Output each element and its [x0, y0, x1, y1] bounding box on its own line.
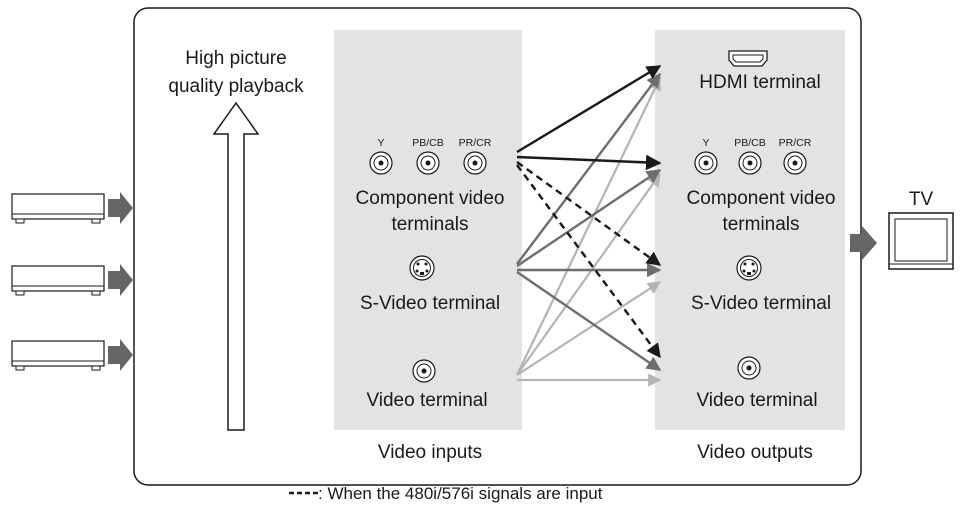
source-device-2: [11, 265, 105, 296]
output-component-label-line1: Component video: [687, 188, 836, 209]
arrow-svideo-to-hdmi: [516, 72, 661, 265]
arrow-svideo-to-component: [516, 169, 662, 267]
source-3-arrow: [108, 339, 133, 371]
input-svideo-jack-icon: [409, 255, 435, 281]
input-svideo-label: S-Video terminal: [360, 293, 500, 314]
output-svideo-label: S-Video terminal: [691, 293, 831, 314]
hdmi-port-icon: [728, 50, 768, 67]
arrow-svideo-to-video: [516, 271, 662, 371]
component-input-arrows: [516, 64, 662, 359]
input-video-label: Video terminal: [366, 390, 487, 411]
quality-label-line2: quality playback: [168, 76, 304, 97]
arrow-video-to-hdmi: [516, 76, 661, 376]
input-jack-label-pr: PR/CR: [459, 137, 492, 149]
output-video-label: Video terminal: [696, 390, 817, 411]
input-component-label-line1: Component video: [356, 188, 505, 209]
output-jack-label-pr: PR/CR: [779, 137, 812, 149]
source-1-arrow: [108, 192, 133, 224]
quality-label-line1: High picture: [185, 48, 286, 69]
source-2-arrow: [108, 264, 133, 296]
svideo-input-conversion-arrows: [516, 72, 662, 371]
tv-icon: [888, 212, 954, 270]
tv-label: TV: [909, 189, 934, 210]
arrow-video-to-component: [516, 172, 661, 376]
legend-text: : When the 480i/576i signals are input: [318, 484, 603, 503]
video-input-conversion-arrows: [516, 76, 662, 387]
arrow-component-to-hdmi: [516, 64, 662, 154]
tv-output-arrow: [850, 226, 877, 260]
output-svideo-jack-icon: [736, 255, 762, 281]
arrow-component-to-video-dashed: [516, 164, 661, 359]
output-jack-label-pb: PB/CB: [734, 137, 766, 149]
output-component-label-line2: terminals: [722, 214, 799, 235]
arrow-video-to-svideo: [516, 281, 662, 376]
arrow-component-to-svideo-dashed: [516, 161, 662, 266]
output-component-jacks-icon: [694, 151, 807, 175]
input-jack-label-pb: PB/CB: [412, 137, 444, 149]
output-jack-label-y: Y: [702, 137, 709, 149]
input-component-jacks-icon: [369, 151, 487, 175]
source-device-3: [11, 340, 105, 371]
input-component-label-line2: terminals: [391, 214, 468, 235]
quality-up-arrow: [212, 101, 260, 431]
source-device-1: [11, 193, 105, 224]
input-jack-label-y: Y: [377, 137, 384, 149]
video-inputs-label: Video inputs: [378, 442, 482, 463]
output-video-jack-icon: [737, 356, 761, 380]
video-outputs-label: Video outputs: [697, 442, 813, 463]
arrow-component-to-component: [516, 154, 662, 171]
legend: ---- : When the 480i/576i signals are in…: [289, 484, 603, 503]
input-video-jack-icon: [412, 359, 436, 383]
output-hdmi-label: HDMI terminal: [699, 72, 820, 93]
